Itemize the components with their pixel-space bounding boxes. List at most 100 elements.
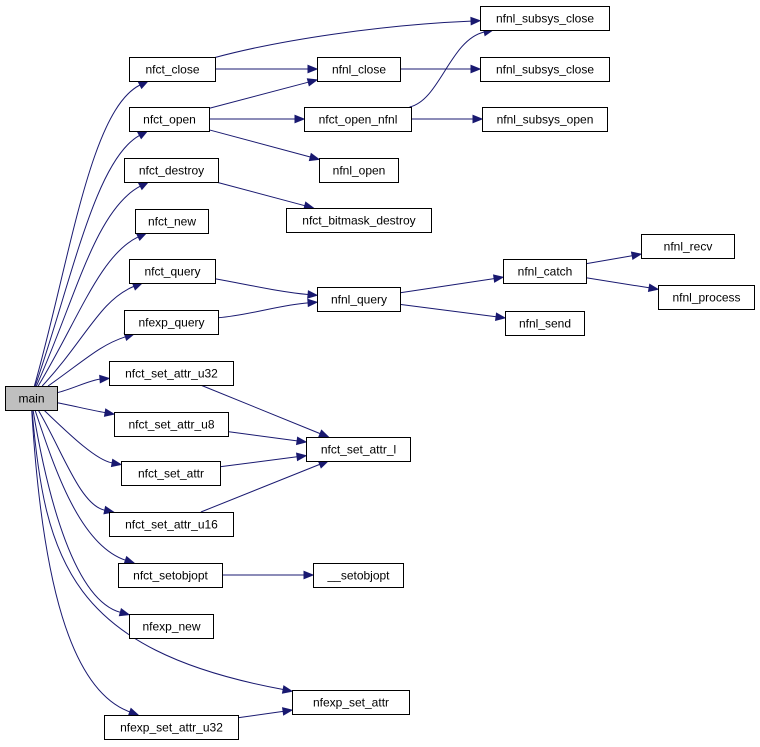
edge-line xyxy=(399,278,495,294)
node-nfnl-catch[interactable]: nfnl_catch xyxy=(503,259,587,284)
edge-line xyxy=(208,81,309,109)
arrowhead-icon xyxy=(647,283,660,293)
node-box xyxy=(304,107,412,132)
node-nfnl-subsys-close-a[interactable]: nfnl_subsys_close xyxy=(480,6,610,31)
node-nfexp-set-attr-u32[interactable]: nfexp_set_attr_u32 xyxy=(104,715,239,740)
edge-main-to-nfexp_set_attr xyxy=(31,409,294,694)
edge-line xyxy=(33,84,141,387)
edge-nfct_open-to-nfct_open_nfnl xyxy=(208,114,306,124)
node-label: nfct_setobjopt xyxy=(133,569,208,583)
arrowhead-icon xyxy=(294,114,306,124)
node-label: __setobjopt xyxy=(326,569,390,583)
node-nfexp-new[interactable]: nfexp_new xyxy=(129,614,214,639)
edge-nfct_open_nfnl-to-nfnl_subsys_open xyxy=(410,114,484,124)
node-nfnl-open[interactable]: nfnl_open xyxy=(319,158,399,183)
edge-nfnl_catch-to-nfnl_recv xyxy=(585,251,643,265)
edge-line xyxy=(214,278,309,295)
edge-line xyxy=(37,236,139,387)
edge-nfct_set_attr_u32-to-nfct_set_attr_l xyxy=(200,384,330,438)
node-label: nfct_open xyxy=(143,113,196,127)
edge-line xyxy=(237,710,284,719)
node-nfct-set-attr-u8[interactable]: nfct_set_attr_u8 xyxy=(114,412,229,437)
node-main[interactable]: main xyxy=(5,386,58,411)
node-nfnl-process[interactable]: nfnl_process xyxy=(658,285,755,310)
edge-line xyxy=(43,409,113,464)
node-box xyxy=(480,6,610,31)
arrowhead-icon xyxy=(99,374,111,384)
edge-nfexp_query-to-nfnl_query xyxy=(217,298,319,319)
edge-line xyxy=(409,31,485,108)
node-nfnl-subsys-close-b[interactable]: nfnl_subsys_close xyxy=(480,57,610,82)
arrowhead-icon xyxy=(296,436,308,446)
node-label: nfct_set_attr xyxy=(138,467,204,481)
edge-main-to-nfct_set_attr xyxy=(43,409,123,468)
arrowhead-icon xyxy=(306,78,319,87)
arrowhead-icon xyxy=(136,130,149,140)
node-box xyxy=(641,234,735,259)
arrowhead-icon xyxy=(281,685,294,694)
node-box xyxy=(317,287,401,312)
node-nfct-destroy[interactable]: nfct_destroy xyxy=(124,158,219,183)
edge-nfct_close-to-nfnl_subsys_close_a xyxy=(214,16,482,58)
node-nfct-bitmask-destroy[interactable]: nfct_bitmask_destroy xyxy=(286,208,432,233)
node-nfct-set-attr[interactable]: nfct_set_attr xyxy=(121,461,221,486)
node-nfexp-query[interactable]: nfexp_query xyxy=(124,310,219,335)
node-box xyxy=(319,158,399,183)
edge-nfct_close-to-nfnl_close xyxy=(215,64,319,74)
edge-line xyxy=(214,20,472,58)
edge-line xyxy=(56,378,101,394)
edge-line xyxy=(47,336,126,387)
arrowhead-icon xyxy=(472,114,484,124)
node-nfnl-query[interactable]: nfnl_query xyxy=(317,287,401,312)
edge-main-to-nfct_destroy xyxy=(35,181,150,387)
node-label: nfexp_query xyxy=(138,316,204,330)
edge-line xyxy=(219,456,298,468)
edge-nfct_destroy-to-nfct_bitmask_destroy xyxy=(215,181,315,210)
node-label: nfexp_set_attr_u32 xyxy=(120,721,223,735)
node-nfct-close[interactable]: nfct_close xyxy=(129,57,216,82)
node-box xyxy=(482,107,608,132)
arrowhead-icon xyxy=(303,570,315,580)
node-label: nfct_set_attr_u8 xyxy=(128,418,214,432)
edge-line xyxy=(217,302,309,319)
edge-line xyxy=(200,463,320,513)
node-nfct-set-attr-u32[interactable]: nfct_set_attr_u32 xyxy=(109,361,234,386)
arrowhead-icon xyxy=(470,16,482,26)
node-nfnl-subsys-open[interactable]: nfnl_subsys_open xyxy=(482,107,608,132)
edge-line xyxy=(585,277,650,289)
arrowhead-icon xyxy=(296,452,308,462)
node-nfct-new[interactable]: nfct_new xyxy=(135,209,209,234)
node-nfnl-close[interactable]: nfnl_close xyxy=(317,57,401,82)
edge-line xyxy=(32,409,121,613)
arrowhead-icon xyxy=(123,555,136,565)
node---setobjopt[interactable]: __setobjopt xyxy=(313,563,404,588)
node-label: nfct_set_attr_u32 xyxy=(125,367,218,381)
node-label: nfct_query xyxy=(144,265,200,279)
node-nfexp-set-attr[interactable]: nfexp_set_attr xyxy=(292,690,410,715)
node-nfct-set-attr-u16[interactable]: nfct_set_attr_u16 xyxy=(109,512,234,537)
node-label: nfexp_new xyxy=(142,620,200,634)
node-nfnl-recv[interactable]: nfnl_recv xyxy=(641,234,735,259)
node-box xyxy=(292,690,410,715)
nodes-layer: main nfct_close nfct_open nfct_destroy nfct_… xyxy=(5,6,755,740)
node-box xyxy=(503,259,587,284)
node-nfct-query[interactable]: nfct_query xyxy=(129,259,216,284)
arrowhead-icon xyxy=(135,232,148,241)
edge-line xyxy=(34,409,126,561)
node-nfct-open-nfnl[interactable]: nfct_open_nfnl xyxy=(304,107,412,132)
arrowhead-icon xyxy=(495,312,507,321)
node-box xyxy=(480,57,610,82)
arrowhead-icon xyxy=(308,152,321,162)
node-label: nfct_set_attr_u16 xyxy=(125,518,218,532)
node-label: nfnl_process xyxy=(672,291,740,305)
arrowhead-icon xyxy=(307,64,319,74)
node-nfct-set-attr-l[interactable]: nfct_set_attr_l xyxy=(306,437,411,462)
node-label: nfnl_subsys_open xyxy=(497,113,594,127)
node-nfct-open[interactable]: nfct_open xyxy=(129,107,210,132)
node-nfct-setobjopt[interactable]: nfct_setobjopt xyxy=(118,563,223,588)
node-nfnl-send[interactable]: nfnl_send xyxy=(505,311,585,336)
node-label: main xyxy=(18,392,44,406)
edge-nfnl_catch-to-nfnl_process xyxy=(585,277,660,293)
arrowhead-icon xyxy=(630,251,643,261)
edge-main-to-nfct_set_attr_u32 xyxy=(56,374,111,394)
